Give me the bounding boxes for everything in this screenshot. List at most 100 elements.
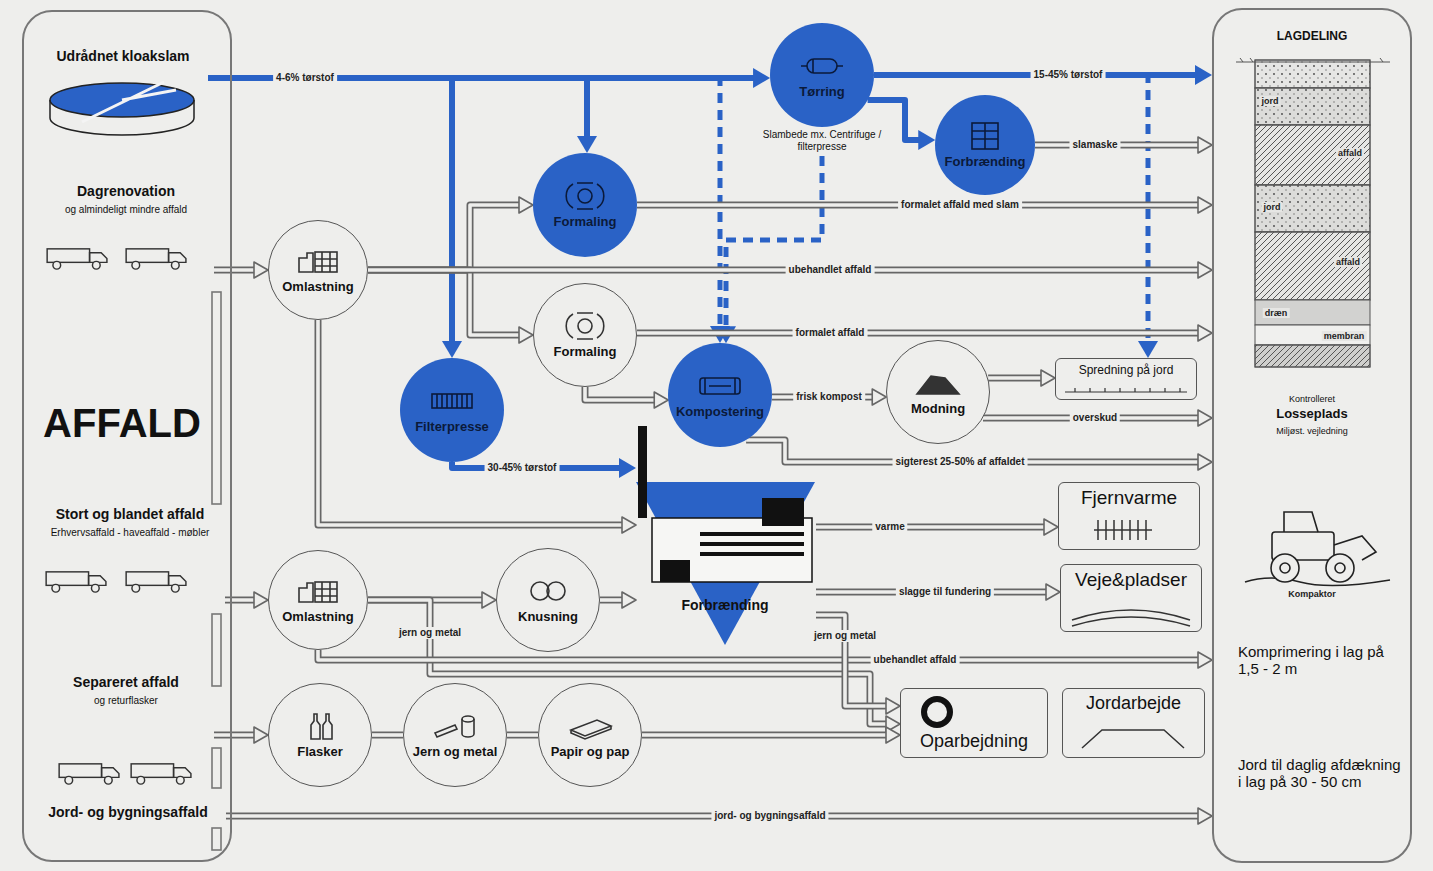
process-label: Knusning bbox=[518, 609, 578, 624]
box-label: Jordarbejde bbox=[1086, 693, 1181, 715]
process-circle: Modning bbox=[886, 340, 990, 444]
process-icon bbox=[429, 386, 475, 416]
waste-flow-arrow bbox=[642, 727, 900, 743]
box-label: Oparbejdning bbox=[920, 731, 1028, 753]
source-group: Stort og blandet affaldErhvervsaffald - … bbox=[35, 506, 225, 604]
process-label: Formaling bbox=[554, 344, 617, 359]
process-circle: Papir og pap bbox=[538, 683, 642, 787]
waste-flow-arrow bbox=[1035, 137, 1212, 153]
landfill-panel: LAGDELINGKontrolleretLossepladsMiljøst. … bbox=[1212, 8, 1412, 863]
flow-label: 15-45% tørstof bbox=[1031, 69, 1106, 81]
panel-text: Kontrolleret bbox=[1289, 394, 1335, 404]
sludge-flow-arrow bbox=[452, 458, 636, 478]
waste-flow-arrow bbox=[772, 389, 886, 405]
flow-label: 4-6% tørstof bbox=[273, 72, 337, 84]
output-box: Jordarbejde bbox=[1062, 688, 1205, 758]
process-icon bbox=[525, 576, 571, 606]
waste-flow-arrow bbox=[214, 262, 268, 278]
process-circle: Kompostering bbox=[668, 343, 772, 447]
output-box: Oparbejdning bbox=[900, 688, 1048, 758]
process-circle: Formaling bbox=[533, 153, 637, 257]
process-label: Omlastning bbox=[282, 279, 354, 294]
process-label: Modning bbox=[911, 401, 965, 416]
waste-flow-arrow bbox=[368, 270, 533, 343]
process-label: Kompostering bbox=[676, 404, 764, 419]
waste-flow-arrow bbox=[746, 440, 1212, 470]
waste-flow-arrow bbox=[318, 320, 636, 533]
source-title: Separeret affald bbox=[73, 674, 179, 691]
process-label: Omlastning bbox=[282, 609, 354, 624]
flow-label: slagge til fundering bbox=[896, 586, 994, 598]
process-label: Formaling bbox=[554, 214, 617, 229]
flow-label: overskud bbox=[1070, 412, 1120, 424]
process-circle: Omlastning bbox=[268, 220, 368, 320]
process-icon bbox=[562, 181, 608, 211]
sludge-flow-arrow bbox=[208, 78, 597, 153]
process-icon bbox=[295, 576, 341, 606]
source-subtitle: Erhvervsaffald - haveaffald - møbler bbox=[51, 526, 210, 539]
panel-text: AFFALD bbox=[43, 400, 201, 446]
waste-flow-arrow bbox=[816, 519, 1058, 535]
process-circle: Filterpresse bbox=[400, 358, 504, 462]
process-label: Flasker bbox=[297, 744, 343, 759]
waste-flow-arrow bbox=[507, 735, 538, 736]
box-label: Veje&pladser bbox=[1075, 569, 1187, 592]
waste-flow-arrow bbox=[372, 735, 403, 736]
panel-text: LAGDELING bbox=[1277, 30, 1348, 44]
source-group: Separeret affald og returflasker bbox=[38, 674, 214, 786]
waste-source-panel: AFFALD Udrådnet kloakslamDagrenovation og … bbox=[22, 10, 232, 862]
process-label: Filterpresse bbox=[415, 419, 489, 434]
process-circle: Jern og metal bbox=[403, 683, 507, 787]
process-icon bbox=[567, 711, 613, 741]
layer-label: jord bbox=[1260, 96, 1281, 106]
flow-label: jord- og bygningsaffald bbox=[711, 810, 828, 822]
process-circle: Omlastning bbox=[268, 550, 368, 650]
process-icon bbox=[295, 246, 341, 276]
sludge-flow-arrow bbox=[874, 75, 1158, 358]
flow-label: frisk kompost bbox=[793, 391, 865, 403]
flow-label: ubehandlet affald bbox=[871, 654, 960, 666]
incineration-plant: Forbrænding bbox=[636, 420, 816, 648]
process-icon bbox=[962, 121, 1008, 151]
flow-label: 30-45% tørstof bbox=[485, 462, 560, 474]
sludge-flow-arrow bbox=[208, 78, 462, 358]
source-group: Udrådnet kloakslam bbox=[38, 48, 208, 134]
waste-flow-arrow bbox=[368, 262, 1212, 278]
layer-label: jord bbox=[1262, 202, 1283, 212]
flow-label: varme bbox=[872, 521, 907, 533]
waste-flow-arrow bbox=[368, 197, 533, 270]
waste-flow-arrow bbox=[600, 592, 636, 608]
panel-text: Komprimering i lag på 1,5 - 2 m bbox=[1238, 643, 1403, 678]
process-icon bbox=[799, 51, 845, 81]
waste-flow-arrow bbox=[637, 197, 1212, 213]
box-label: Fjernvarme bbox=[1081, 487, 1177, 510]
box-label: Spredning på jord bbox=[1079, 363, 1174, 377]
layer-label: affald bbox=[1336, 148, 1364, 158]
source-group: Jord- og bygningsaffald bbox=[30, 804, 226, 830]
flow-label: slamaske bbox=[1069, 139, 1120, 151]
process-label: Papir og pap bbox=[551, 744, 630, 759]
panel-text: Jord til daglig afdækning i lag på 30 - … bbox=[1238, 756, 1403, 791]
source-title: Udrådnet kloakslam bbox=[56, 48, 189, 65]
source-subtitle: og almindeligt mindre affald bbox=[65, 203, 187, 216]
panel-text: Miljøst. vejledning bbox=[1276, 426, 1348, 436]
process-circle: TørringSlambede mx. Centrifuge / filterp… bbox=[770, 23, 874, 127]
waste-flow-arrow bbox=[983, 410, 1212, 426]
layer-label: dræn bbox=[1263, 308, 1290, 318]
sludge-flow-arrow bbox=[874, 65, 1212, 85]
waste-flow-arrow bbox=[214, 727, 268, 743]
process-circle: Knusning bbox=[496, 548, 600, 652]
source-title: Dagrenovation bbox=[77, 183, 175, 200]
flow-label: jern og metal bbox=[811, 630, 879, 642]
process-label: Tørring bbox=[799, 84, 845, 99]
source-subtitle: og returflasker bbox=[94, 694, 158, 707]
layer-label: membran bbox=[1322, 331, 1367, 341]
flow-label: ubehandlet affald bbox=[786, 264, 875, 276]
process-note: Slambede mx. Centrifuge / filterpresse bbox=[757, 129, 887, 153]
layer-label: affald bbox=[1334, 257, 1362, 267]
plant-label: Forbrænding bbox=[681, 597, 768, 613]
process-icon bbox=[432, 711, 478, 741]
flow-label: jern og metal bbox=[396, 627, 464, 639]
process-label: Jern og metal bbox=[413, 744, 498, 759]
